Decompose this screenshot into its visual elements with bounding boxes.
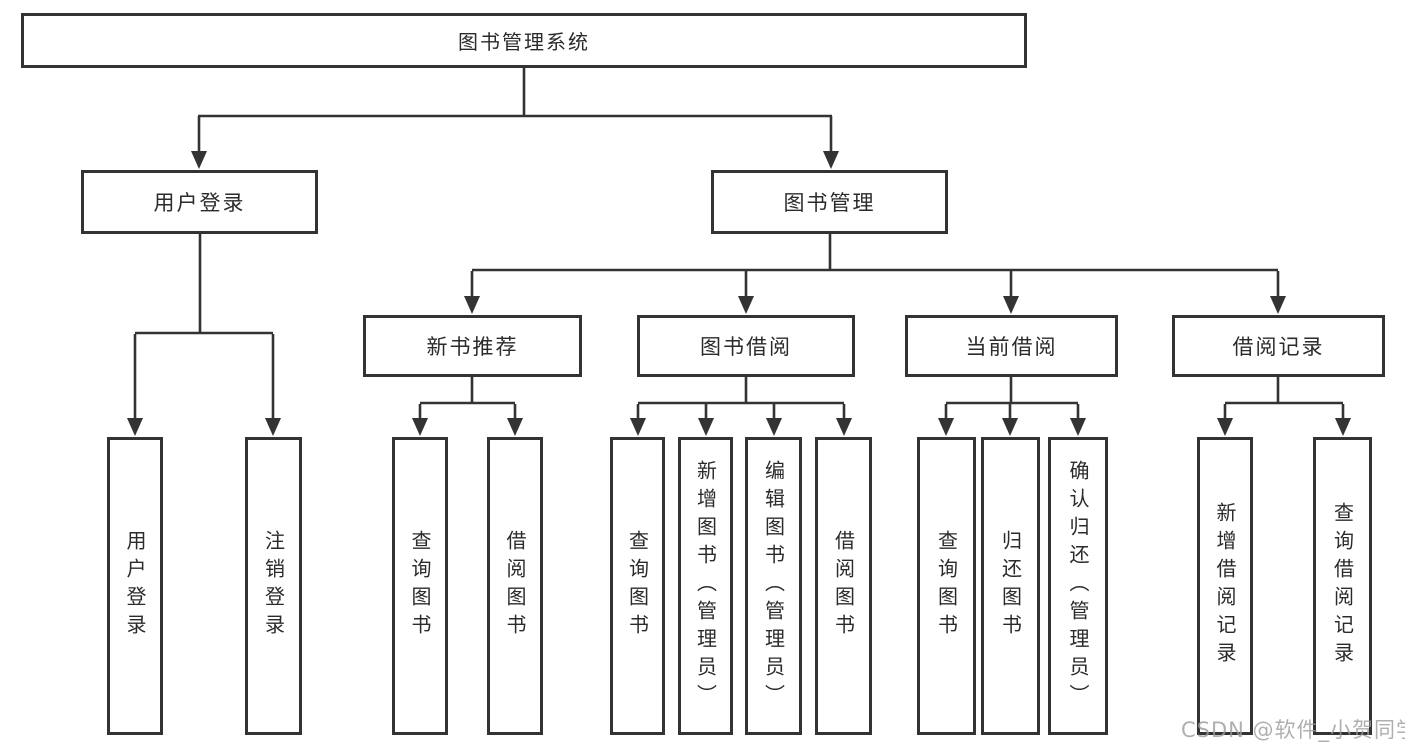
leaf-edit-book-admin-label: 编辑图书（管理员）	[761, 460, 786, 712]
leaf-return-book: 归还图书	[981, 437, 1040, 735]
leaf-logout: 注销登录	[245, 437, 302, 735]
leaf-borrow-books-recommend: 借阅图书	[487, 437, 543, 735]
leaf-query-borrow-record-label: 查询借阅记录	[1330, 502, 1355, 670]
leaf-edit-book-admin: 编辑图书（管理员）	[745, 437, 802, 735]
leaf-borrow-books-borrowing-label: 借阅图书	[831, 530, 856, 642]
node-new-book-recommend-label: 新书推荐	[426, 335, 519, 359]
node-current-borrowing-label: 当前借阅	[965, 335, 1058, 359]
leaf-add-borrow-record-label: 新增借阅记录	[1213, 502, 1237, 670]
leaf-query-books-borrowing: 查询图书	[610, 437, 665, 735]
leaf-return-book-label: 归还图书	[998, 530, 1023, 642]
node-book-management: 图书管理	[711, 170, 948, 234]
leaf-add-book-admin: 新增图书（管理员）	[678, 437, 733, 735]
leaf-user-login-label: 用户登录	[123, 530, 147, 642]
node-book-borrowing: 图书借阅	[637, 315, 855, 377]
node-book-borrowing-label: 图书借阅	[700, 335, 792, 359]
leaf-logout-label: 注销登录	[261, 530, 286, 642]
leaf-borrow-books-borrowing: 借阅图书	[815, 437, 872, 735]
leaf-user-login: 用户登录	[107, 437, 163, 735]
node-library-system-label: 图书管理系统	[458, 30, 590, 54]
node-current-borrowing: 当前借阅	[905, 315, 1118, 377]
watermark: CSDN @软件_小贺同学	[1181, 718, 1405, 742]
node-book-management-label: 图书管理	[783, 191, 876, 215]
leaf-query-books-current-label: 查询图书	[934, 530, 959, 642]
leaf-confirm-return-admin-label: 确认归还（管理员）	[1066, 460, 1090, 712]
leaf-add-borrow-record: 新增借阅记录	[1197, 437, 1253, 735]
node-borrowing-records: 借阅记录	[1172, 315, 1385, 377]
leaf-query-books-borrowing-label: 查询图书	[625, 530, 650, 642]
node-user-login: 用户登录	[81, 170, 318, 234]
leaf-borrow-books-recommend-label: 借阅图书	[503, 530, 527, 642]
leaf-query-books-current: 查询图书	[917, 437, 976, 735]
leaf-query-books-recommend-label: 查询图书	[408, 530, 432, 642]
leaf-add-book-admin-label: 新增图书（管理员）	[693, 460, 718, 712]
leaf-query-borrow-record: 查询借阅记录	[1313, 437, 1372, 735]
leaf-query-books-recommend: 查询图书	[392, 437, 448, 735]
node-user-login-label: 用户登录	[153, 191, 246, 215]
node-borrowing-records-label: 借阅记录	[1232, 335, 1325, 359]
leaf-confirm-return-admin: 确认归还（管理员）	[1048, 437, 1108, 735]
node-library-system: 图书管理系统	[21, 13, 1027, 68]
node-new-book-recommend: 新书推荐	[363, 315, 582, 377]
